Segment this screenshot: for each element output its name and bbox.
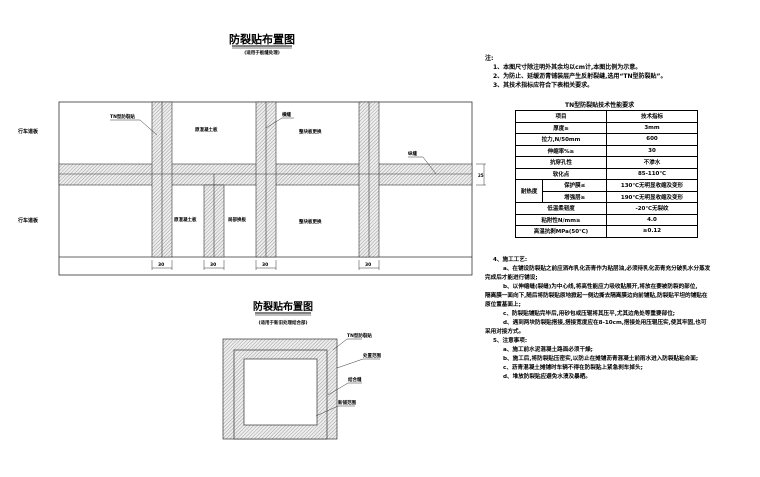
cell: 130℃无明显收缩及变形: [605, 179, 699, 192]
slab-label: 整块板更换: [299, 128, 322, 135]
note-line: d、遇到两块防裂贴搭接,搭接宽度应在8-10cm,搭接处用压辊压实,使其牢固,也…: [503, 320, 707, 326]
cell: 抗穿孔性: [515, 156, 607, 169]
slab-label: 原混凝土板: [195, 126, 218, 133]
transverse-label: 横缝: [281, 111, 291, 118]
note-line: a、在铺设防裂贴之前应洒布乳化沥青作为粘层油,必须待乳化沥青充分破乳水分蒸发: [503, 266, 711, 272]
header-cell: 技术指标: [605, 110, 699, 123]
note-line: d、堆放防裂贴应避免水渍及暴晒。: [503, 374, 591, 380]
cell: 低温柔韧度: [515, 202, 607, 215]
notes-heading: 注:: [485, 55, 494, 62]
dimension-label: 25: [478, 173, 484, 178]
cell: 厚度≥: [515, 121, 607, 134]
cell: 30: [605, 144, 699, 157]
plan1-title: 防裂贴布置图: [229, 32, 295, 46]
cell: 软化点: [515, 167, 607, 180]
cell: 不渗水: [605, 156, 699, 169]
cell: 伸缩率%≥: [515, 144, 607, 157]
cell: 耐热度: [514, 179, 544, 203]
dimension-label: 30: [210, 262, 216, 268]
cell: 3mm: [605, 121, 699, 134]
note-line: 隔离膜一面向下,随后将防裂贴原地掀起一侧边撕去隔离膜边向前铺贴,防裂贴平坦的铺贴…: [485, 293, 708, 299]
table-title: TN型防裂贴技术性能要求: [565, 102, 635, 109]
note-line: b、以伸缩缝(裂缝)为中心线,将高性能应力吸收贴展开,将放在要被防裂的部位,: [503, 284, 698, 290]
construction-notes: 4、施工工艺: a、在铺设防裂贴之前应洒布乳化沥青作为粘层油,必须待乳化沥青充分…: [485, 256, 710, 382]
cell: 85-110℃: [605, 167, 699, 180]
joint-label: 结合缝: [348, 376, 362, 383]
plan2-subtitle: (适用于新旧处理结合部): [258, 319, 307, 326]
cell: 增强层≥: [542, 190, 607, 203]
note-line: c、防裂贴铺贴完毕后,用砂包或压辊将其压平,尤其边角处等重要部位;: [503, 311, 676, 317]
note-line: 原位置基面上;: [485, 302, 521, 308]
cell: 190℃无明显收缩及变形: [605, 190, 699, 203]
note-line: b、施工后,将防裂贴压密实,以防止在摊铺沥青混凝土前雨水进入防裂贴粘合面;: [503, 356, 699, 362]
cell: 粘附性N/mm≥: [515, 213, 607, 226]
section-heading: 4、施工工艺:: [493, 257, 528, 263]
plan2: 防裂贴布置图 (适用于新旧处理结合部) TN型防裂贴 处置范围 结合缝 新铺范围: [222, 300, 381, 440]
cell: 拉力,N/50mm: [515, 133, 607, 146]
new-range-label: 新铺范围: [338, 399, 356, 406]
cell: 600: [605, 133, 699, 146]
note-line: 完成后才能进行铺设;: [485, 275, 538, 281]
slab-label: 原混凝土板: [174, 216, 197, 223]
tn-label: TN型防裂贴: [110, 113, 135, 120]
plan1: 防裂贴布置图 (适用于板缝处理) 行车道板 行车道板 TN型防裂贴 横缝 纵缝 …: [17, 32, 486, 276]
plan1-subtitle: (适用于板缝处理): [244, 49, 280, 56]
cell: 保护膜≤: [542, 179, 607, 192]
slab-label: 整块板更换: [299, 218, 322, 225]
plan2-title: 防裂贴布置图: [253, 300, 313, 313]
dimension-label: 30: [365, 262, 371, 268]
dimension-label: 30: [158, 262, 164, 268]
dimension-label: 30: [262, 262, 268, 268]
note-item: 3、其技术指标应符合下表相关要求。: [493, 82, 594, 89]
cell: 4.0: [605, 213, 699, 226]
notes: 注: 1、本图尺寸除注明外其余均以cm计,本图比例为示意。 2、为防止、延缓沥青…: [485, 54, 666, 90]
cell: 高温抗剥MPa(50℃): [515, 225, 607, 238]
lane-label: 行车道板: [17, 217, 39, 224]
note-item: 1、本图尺寸除注明外其余均以cm计,本图比例为示意。: [493, 64, 642, 71]
note-item: 2、为防止、延缓沥青铺装层产生反射裂缝,选用“TN型防裂贴”。: [493, 73, 667, 80]
note-line: 采用对接方式。: [485, 329, 525, 335]
tn-label: TN型防裂贴: [347, 332, 372, 339]
note-line: c、沥青混凝土摊铺时车辆不得在防裂贴上紧急刹车掉头;: [503, 365, 643, 371]
lane-label: 行车道板: [17, 128, 39, 135]
section-heading: 5、注意事项:: [493, 338, 528, 344]
longitudinal-label: 纵缝: [408, 150, 417, 157]
cell: -20℃无裂纹: [605, 202, 699, 215]
range-label: 处置范围: [362, 352, 381, 359]
note-line: a、施工前水泥混凝土路面必须干燥;: [503, 347, 593, 353]
cell: ≥0.12: [605, 225, 699, 238]
header-cell: 项目: [515, 110, 607, 123]
slab-label: 局部换板: [228, 216, 246, 223]
